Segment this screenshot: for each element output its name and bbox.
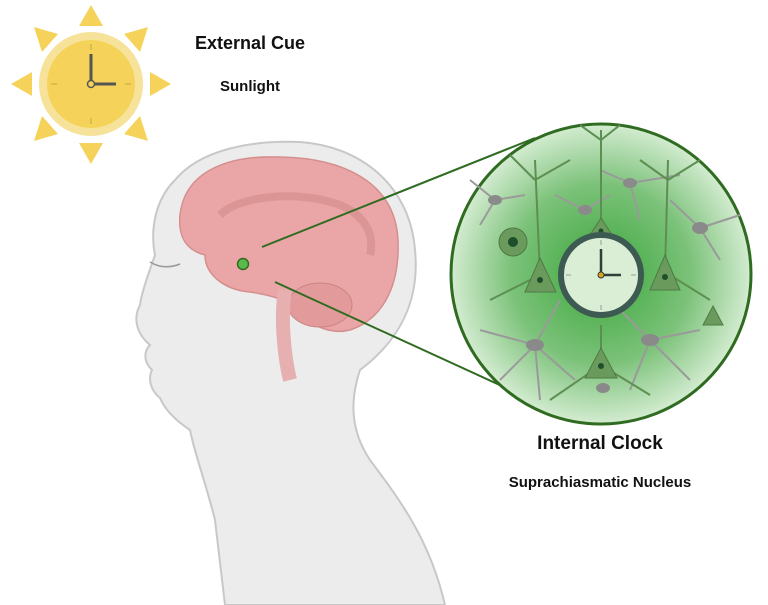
gray-neurons: [469, 169, 741, 401]
external-cue-subtitle: Sunlight: [220, 78, 280, 95]
brain: [178, 156, 399, 382]
scn-dot: [236, 257, 250, 271]
external-cue-title: External Cue: [194, 33, 306, 53]
zoom-line-top: [261, 137, 536, 248]
internal-clock-title: Internal Clock: [537, 433, 663, 454]
sun-rays: [11, 5, 171, 164]
sun-clock-icon: [11, 5, 171, 164]
clock-icon: [558, 232, 644, 318]
gray-neuron-bodies: [488, 178, 708, 393]
zoom-line-bottom: [274, 281, 516, 393]
internal-clock-subtitle: Suprachiasmatic Nucleus: [508, 474, 692, 491]
closed-eye: [149, 261, 181, 268]
